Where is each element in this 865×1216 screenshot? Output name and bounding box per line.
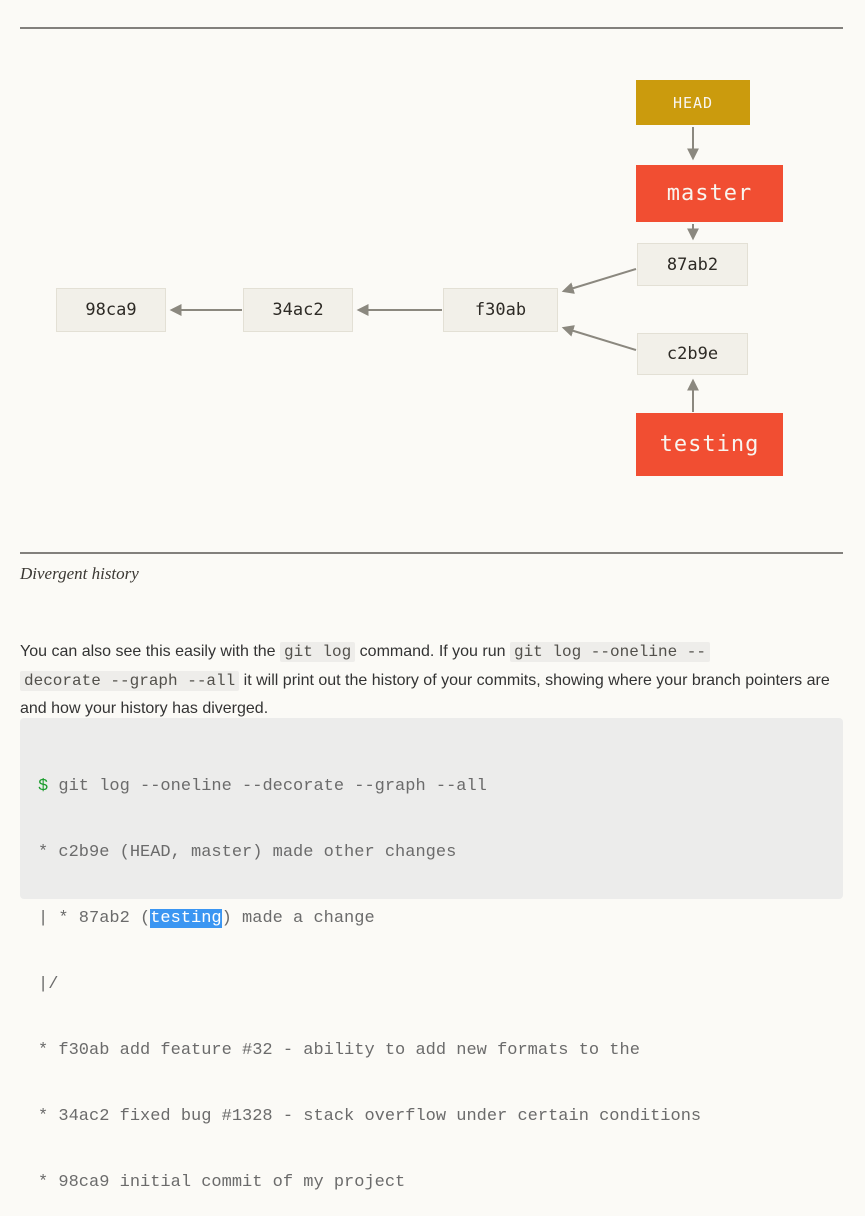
inline-code-git-log-full-cont: decorate --graph --all: [20, 670, 240, 691]
section-divider: [20, 552, 843, 554]
selected-text-testing: testing: [150, 909, 222, 928]
terminal-line-part: | * 87ab2 (: [38, 909, 151, 928]
head-pointer-node: HEAD: [636, 80, 750, 125]
commit-node-34ac2: 34ac2: [243, 288, 353, 332]
terminal-line: * c2b9e (HEAD, master) made other change…: [38, 843, 457, 862]
terminal-line: * 98ca9 initial commit of my project: [38, 1173, 406, 1192]
commit-node-c2b9e: c2b9e: [637, 333, 748, 375]
commit-node-98ca9: 98ca9: [56, 288, 166, 332]
terminal-line: |/: [38, 975, 59, 994]
body-paragraph: You can also see this easily with the gi…: [20, 638, 843, 723]
arrow-c2b9e-to-f30ab: [561, 325, 637, 351]
branch-node-master: master: [636, 165, 783, 222]
terminal-line: * f30ab add feature #32 - ability to add…: [38, 1041, 640, 1060]
branch-node-testing: testing: [636, 413, 783, 476]
figure-caption: Divergent history: [20, 564, 139, 583]
git-branch-diagram: HEAD master 87ab2 98ca9 34ac2 f30ab c2b9…: [0, 0, 865, 530]
terminal-line-command: $ git log --oneline --decorate --graph -…: [38, 776, 843, 798]
terminal-output-block: $ git log --oneline --decorate --graph -…: [20, 718, 843, 1192]
inline-code-git-log-full: git log --oneline --: [509, 642, 710, 662]
commit-pointer-arrows: [169, 127, 699, 412]
top-divider: [20, 27, 843, 29]
paragraph-text: it will print out the history of your co…: [20, 671, 830, 718]
arrow-87ab2-to-f30ab: [561, 268, 637, 294]
inline-code-git-log: git log: [280, 642, 356, 662]
shell-command: git log --oneline --decorate --graph --a…: [48, 777, 487, 796]
terminal-line: | * 87ab2 (testing) made a change: [38, 908, 843, 930]
commit-node-87ab2: 87ab2: [637, 243, 748, 286]
commit-node-f30ab: f30ab: [443, 288, 558, 332]
terminal-line-part: ) made a change: [221, 909, 375, 928]
paragraph-text: command. If you run: [355, 643, 510, 660]
shell-prompt: $: [38, 777, 49, 796]
paragraph-text: You can also see this easily with the: [20, 643, 281, 660]
terminal-line: * 34ac2 fixed bug #1328 - stack overflow…: [38, 1107, 702, 1126]
